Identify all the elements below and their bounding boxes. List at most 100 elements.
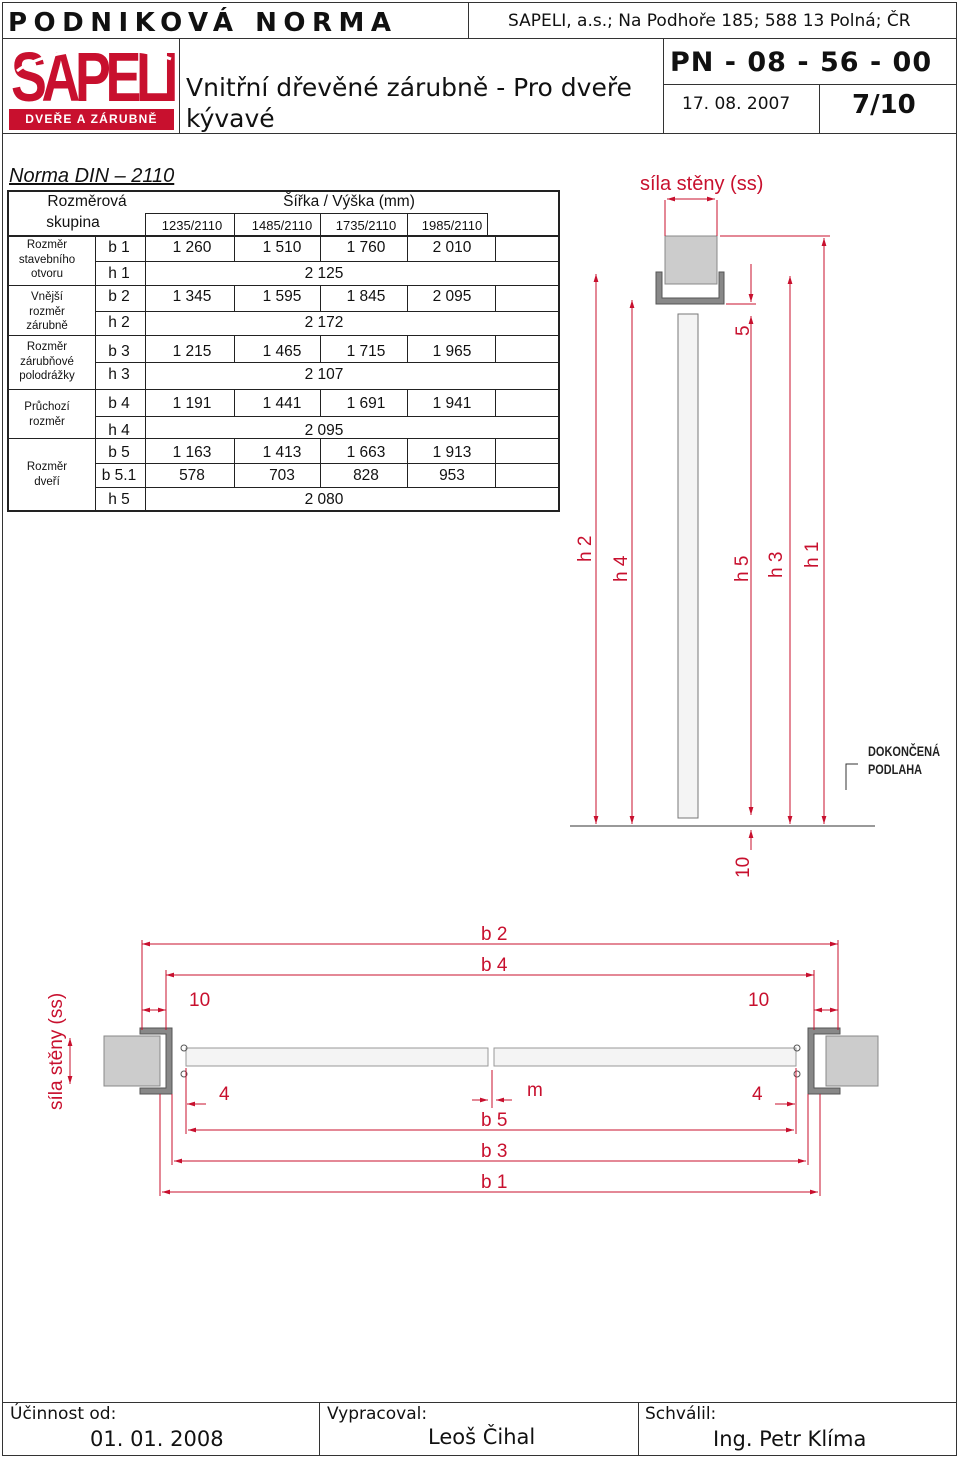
row-value: 1 163: [172, 444, 212, 461]
group-header-2: skupina: [46, 214, 100, 231]
frame-profile-left: [139, 1027, 173, 1095]
floor-leader: [845, 763, 858, 790]
table-col-line-2: [320, 213, 321, 237]
frame-drawing: síla stěny (ss) h 2 h 4 h 5 h 3 h 1 5 10…: [46, 173, 940, 1196]
label-b1: b 1: [481, 1172, 507, 1193]
row-value: 1 441: [262, 395, 302, 412]
floor-label-2: PODLAHA: [868, 761, 922, 777]
frame-profile-top: [655, 271, 725, 305]
table-key-line-right: [145, 285, 146, 335]
row-value: 2 080: [304, 491, 344, 508]
hinge-right-bottom: [793, 1070, 801, 1078]
row-value: 578: [179, 467, 205, 484]
label-gap-5: 5: [733, 325, 754, 336]
header-divider-v2: [468, 2, 469, 39]
table-cell-line: [320, 285, 321, 311]
group-label: stavebního: [18, 253, 76, 266]
row-value: 1 691: [346, 395, 386, 412]
table-cell-line: [234, 463, 235, 487]
row-key: b 5.1: [101, 467, 137, 484]
table-col-line-3: [407, 213, 408, 237]
table-cell-line: [320, 237, 321, 261]
row-value: 1 413: [262, 444, 302, 461]
size-column-2: 1735/2110: [335, 218, 397, 233]
table-key-line: [95, 389, 96, 438]
table-key-line: [95, 237, 96, 285]
wall-thickness-label-side: síla stěny (ss): [46, 993, 67, 1110]
table-row-line: [95, 311, 560, 312]
row-key: h 5: [108, 491, 130, 508]
row-value: 1 663: [346, 444, 386, 461]
row-value: 1 913: [432, 444, 472, 461]
label-gap-10: 10: [733, 857, 754, 878]
table-cell-line: [320, 463, 321, 487]
group-label: rozměr: [29, 415, 65, 428]
label-h3: h 3: [766, 552, 787, 578]
approved-by-value: Ing. Petr Klíma: [713, 1427, 867, 1451]
row-value: 1 595: [262, 288, 302, 305]
size-header: Šířka / Výška (mm): [283, 193, 415, 210]
door-leaf-vertical: [677, 313, 699, 819]
table-cell-line: [495, 389, 496, 416]
row-value: 1 510: [262, 239, 302, 256]
group-label: rozměr: [29, 305, 65, 318]
footer-divider-top: [2, 1402, 957, 1403]
table-border-bottom: [7, 510, 560, 512]
header-divider-v1: [179, 38, 180, 134]
table-key-line: [95, 335, 96, 389]
row-value: 1 345: [172, 288, 212, 305]
footer-divider-v2: [638, 1402, 639, 1456]
row-key: b 5: [108, 444, 130, 461]
row-value: 1 715: [346, 343, 386, 360]
logo-subtitle: DVEŘE A ZÁRUBNĚ: [9, 109, 174, 130]
row-value: 1 941: [432, 395, 472, 412]
page-number: 7/10: [852, 90, 916, 120]
row-key: b 4: [108, 395, 130, 412]
norm-title: PODNIKOVÁ NORMA: [8, 8, 398, 38]
table-key-line: [95, 438, 96, 510]
label-b4: b 4: [481, 955, 508, 976]
group-label: zárubně: [26, 320, 68, 332]
row-value: 703: [269, 467, 295, 484]
table-key-line: [95, 285, 96, 335]
header-divider-v4: [819, 84, 820, 134]
table-cell-line: [234, 438, 235, 463]
table-row-line: [95, 261, 560, 262]
row-value: 1 191: [172, 395, 212, 412]
table-col-line-0: [145, 213, 146, 237]
table-cell-line: [234, 237, 235, 261]
row-key: b 3: [108, 343, 130, 360]
prepared-by-value: Leoš Čihal: [428, 1425, 536, 1449]
table-group-line-1: [7, 335, 560, 336]
row-value: 2 095: [432, 288, 472, 305]
table-key-line-right: [145, 389, 146, 438]
valid-from-value: 01. 01. 2008: [90, 1427, 224, 1451]
table-key-line-right: [145, 335, 146, 389]
label-ten-left: 10: [189, 990, 210, 1011]
row-key: h 3: [108, 366, 130, 383]
wall-thickness-label-top: síla stěny (ss): [640, 173, 763, 195]
row-value: 1 465: [262, 343, 302, 360]
label-m: m: [527, 1080, 543, 1101]
header-divider-pn: [663, 84, 957, 85]
row-key: b 2: [108, 288, 130, 305]
footer-divider-v1: [319, 1402, 320, 1456]
table-row-line: [95, 487, 560, 488]
document-title: Vnitřní dřevěné zárubně - Pro dveře kýva…: [186, 73, 632, 133]
document-date: 17. 08. 2007: [682, 94, 791, 114]
document-number: PN - 08 - 56 - 00: [670, 47, 933, 78]
table-cell-line: [234, 285, 235, 311]
table-cell-line: [495, 237, 496, 261]
table-cell-line: [234, 335, 235, 362]
label-h5: h 5: [732, 556, 753, 582]
approved-by-label: Schválil:: [645, 1404, 717, 1424]
table-cell-line: [320, 438, 321, 463]
group-label: Vnější: [31, 291, 63, 303]
group-label: dveří: [34, 475, 60, 488]
table-cell-line: [495, 335, 496, 362]
table-group-line-2: [7, 389, 560, 390]
header-divider-bottom: [2, 133, 957, 134]
wall-section-left: [103, 1035, 161, 1087]
group-label: Rozměr: [26, 239, 68, 251]
table-row-line: [95, 362, 560, 363]
